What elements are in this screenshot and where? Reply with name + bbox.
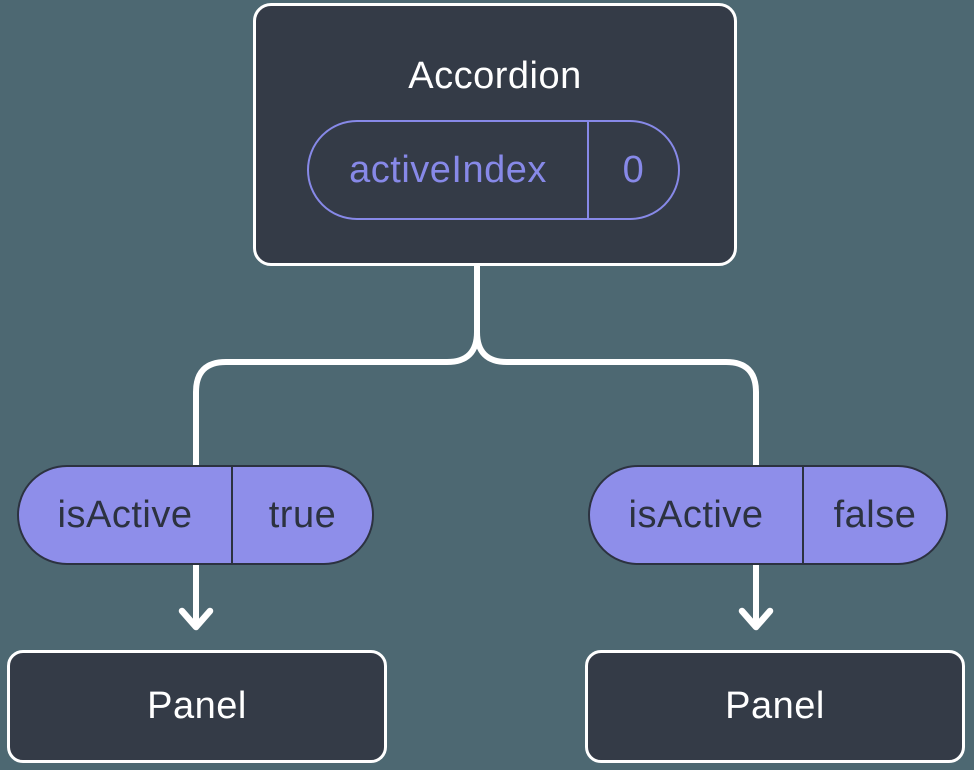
arrow-down-icon bbox=[178, 607, 214, 631]
arrow-down-icon bbox=[738, 607, 774, 631]
prop-pill-isactive-true: isActive true bbox=[17, 465, 374, 565]
state-pill-activeindex: activeIndex 0 bbox=[307, 120, 680, 220]
panel-node-title: Panel bbox=[147, 685, 247, 727]
prop-pill-name: isActive bbox=[628, 493, 764, 536]
prop-pill-isactive-false: isActive false bbox=[588, 465, 948, 565]
accordion-node-title: Accordion bbox=[408, 55, 582, 97]
connector-branch-left bbox=[193, 263, 480, 627]
state-pill-value: 0 bbox=[587, 122, 678, 218]
prop-pill-name: isActive bbox=[57, 493, 193, 536]
prop-pill-value: false bbox=[802, 467, 946, 563]
panel-node-right: Panel bbox=[585, 650, 965, 763]
panel-node-left: Panel bbox=[7, 650, 387, 763]
prop-pill-value: true bbox=[231, 467, 372, 563]
panel-node-title: Panel bbox=[725, 685, 825, 727]
state-pill-name: activeIndex bbox=[349, 148, 547, 191]
accordion-node: Accordion activeIndex 0 bbox=[253, 3, 737, 266]
connector-branch-right bbox=[474, 263, 759, 627]
